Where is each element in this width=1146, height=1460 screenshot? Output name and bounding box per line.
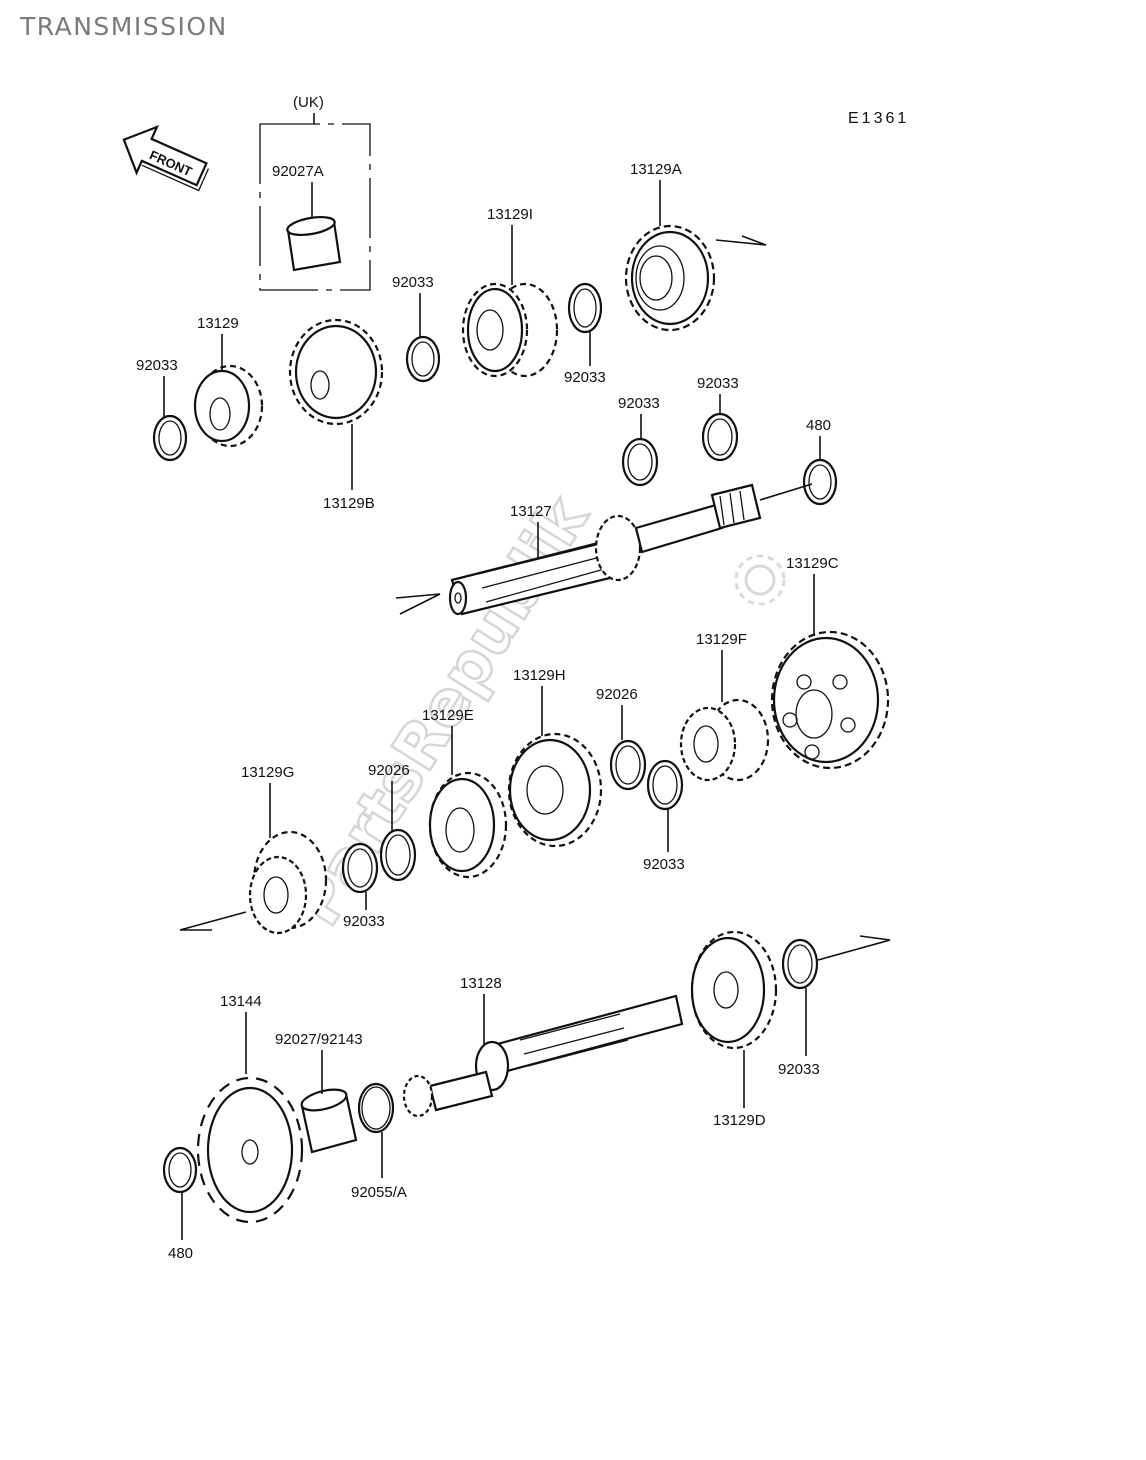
washer-92026-left — [379, 828, 417, 882]
label-480-top: 480 — [806, 417, 831, 434]
label-13129: 13129 — [197, 315, 239, 332]
gear-13129 — [193, 364, 264, 448]
label-92027-92143: 92027/92143 — [275, 1031, 363, 1048]
label-13129D: 13129D — [713, 1112, 766, 1129]
output-shaft-13128 — [402, 994, 684, 1118]
circlip-92033-middle — [646, 759, 684, 811]
label-13127: 13127 — [510, 503, 552, 520]
input-shaft-13127 — [395, 483, 813, 616]
label-13129G: 13129G — [241, 764, 294, 781]
label-13128: 13128 — [460, 975, 502, 992]
label-13144: 13144 — [220, 993, 262, 1010]
label-13129E: 13129E — [422, 707, 474, 724]
circlip-92033-lower-left — [341, 842, 379, 894]
gear-13129C — [770, 630, 890, 770]
label-92033-e: 92033 — [697, 375, 739, 392]
page-title: TRANSMISSION — [20, 12, 228, 41]
label-92026-a: 92026 — [596, 686, 638, 703]
label-480-bottom: 480 — [168, 1245, 193, 1262]
gear-13129D — [690, 930, 778, 1050]
gear-13129I — [461, 282, 559, 378]
label-92055A: 92055/A — [351, 1184, 407, 1201]
circlip-92033-left — [152, 414, 188, 462]
diagram-code: E1361 — [848, 110, 909, 127]
uk-variant-box: (UK) 92027A — [259, 94, 371, 291]
o-ring-92055A — [357, 1082, 395, 1134]
label-92026-b: 92026 — [368, 762, 410, 779]
label-13129F: 13129F — [696, 631, 747, 648]
label-13129I: 13129I — [487, 206, 533, 223]
gear-13129B — [288, 318, 384, 426]
label-92033-f: 92033 — [643, 856, 685, 873]
label-13129C: 13129C — [786, 555, 839, 572]
label-13129A: 13129A — [630, 161, 682, 178]
washer-92033-shaft-b — [701, 412, 739, 462]
circlip-480-top — [802, 458, 838, 506]
bushing-92027A — [286, 215, 342, 272]
uk-box-label: (UK) — [293, 94, 324, 111]
label-13129H: 13129H — [513, 667, 566, 684]
label-92027A: 92027A — [272, 163, 324, 180]
watermark-gear-icon — [744, 564, 776, 596]
front-arrow-icon: FRONT — [122, 125, 210, 192]
sprocket-13144 — [196, 1076, 304, 1224]
label-92033-h: 92033 — [778, 1061, 820, 1078]
label-92033-c: 92033 — [136, 357, 178, 374]
gear-13129F — [679, 698, 770, 782]
circlip-480-bottom — [162, 1146, 198, 1194]
gear-13129E — [428, 771, 508, 879]
label-13129B: 13129B — [323, 495, 375, 512]
label-92033-g: 92033 — [343, 913, 385, 930]
gear-13129G — [248, 830, 328, 935]
label-92033-d: 92033 — [618, 395, 660, 412]
gear-13129A — [624, 224, 716, 332]
label-92033-b: 92033 — [392, 274, 434, 291]
circlip-92033-bottom-right — [781, 938, 819, 990]
bushing-92027-92143 — [300, 1088, 358, 1154]
washer-92033-shaft-a — [621, 437, 659, 487]
circlip-92033-upper-right — [567, 282, 603, 334]
gear-13129H — [507, 732, 603, 848]
washer-92033-upper — [405, 335, 441, 383]
label-92033-a: 92033 — [564, 369, 606, 386]
washer-92026-right — [609, 739, 647, 791]
